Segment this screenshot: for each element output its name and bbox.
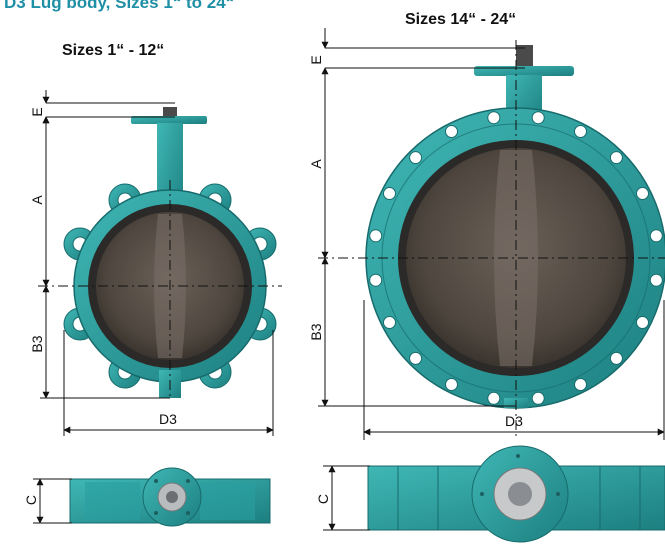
bolt-hole [369, 273, 383, 287]
bolt-hole [383, 187, 396, 200]
bolt-hole [487, 111, 501, 125]
large-valve-front-view [365, 45, 665, 409]
large-top-dimension [323, 465, 370, 531]
bolt-hole [409, 351, 423, 365]
label-D3-large: D3 [505, 413, 523, 429]
large-bolt-holes [369, 111, 663, 405]
bolt-hole [636, 316, 649, 329]
label-C-small: C [23, 495, 39, 505]
page-title: D3 Lug body, Sizes 1“ to 24“ [4, 0, 235, 12]
bolt-hole [609, 351, 623, 365]
large-centerlines [318, 40, 665, 440]
bolt-hole [574, 125, 587, 138]
bolt-hole [531, 111, 545, 125]
bolt-hole [487, 391, 501, 405]
bolt-hole [445, 125, 458, 138]
bolt-hole [574, 378, 587, 391]
bolt-hole [531, 391, 545, 405]
bolt-hole [649, 229, 663, 243]
label-B3-large: B3 [308, 323, 324, 340]
large-dimension-lines [318, 28, 665, 440]
bolt-hole [409, 151, 423, 165]
bolt-hole [445, 378, 458, 391]
label-A-small: A [29, 195, 45, 205]
small-top-dimension [33, 478, 72, 524]
small-dimension-lines [40, 90, 274, 436]
large-valve-top-view [367, 445, 665, 543]
label-E-large: E [308, 55, 324, 64]
large-stem [516, 45, 533, 67]
bolt-hole [649, 273, 663, 287]
label-A-large: A [308, 159, 324, 169]
small-centerlines [38, 180, 282, 400]
small-stem [163, 107, 177, 117]
label-E-small: E [29, 107, 45, 116]
label-B3-small: B3 [29, 335, 45, 352]
bolt-hole [609, 151, 623, 165]
small-valve-top-view [69, 467, 271, 527]
bolt-hole [383, 316, 396, 329]
small-top-flange [131, 116, 207, 124]
bolt-hole [369, 229, 383, 243]
caption-small-sizes: Sizes 1“ - 12“ [62, 42, 165, 59]
caption-large-sizes: Sizes 14“ - 24“ [405, 11, 517, 28]
label-C-large: C [315, 494, 331, 504]
bolt-hole [636, 187, 649, 200]
label-D3-small: D3 [159, 411, 177, 427]
